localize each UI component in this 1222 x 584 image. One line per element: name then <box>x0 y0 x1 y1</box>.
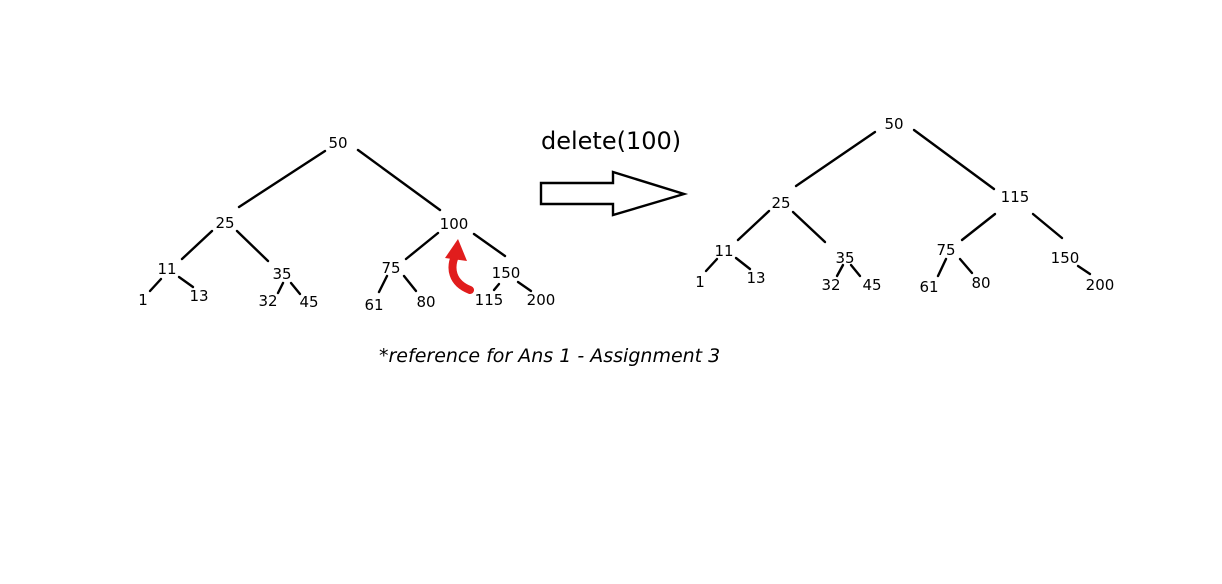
caption: *reference for Ans 1 - Assignment 3 <box>379 345 720 367</box>
edge-11-1 <box>148 277 163 293</box>
edge-150-115 <box>492 282 501 292</box>
node-80: 80 <box>971 274 990 292</box>
node-25: 25 <box>771 194 790 212</box>
edge-100-150 <box>472 232 507 258</box>
node-1: 1 <box>138 291 148 309</box>
edge-150-200 <box>516 280 533 293</box>
edge-75-61 <box>936 257 948 278</box>
edge-50-100 <box>356 148 442 212</box>
node-1: 1 <box>695 273 705 291</box>
operation-label: delete(100) <box>541 127 681 155</box>
edge-35-32 <box>276 281 285 295</box>
edge-11-13 <box>177 275 195 289</box>
edge-75-61 <box>377 274 389 294</box>
node-61: 61 <box>364 296 383 314</box>
node-200: 200 <box>527 291 556 309</box>
edge-150-200 <box>1076 264 1092 276</box>
node-115: 115 <box>1001 188 1030 206</box>
node-35: 35 <box>272 265 291 283</box>
edge-11-1 <box>704 257 719 273</box>
edge-75-80 <box>402 274 418 293</box>
node-35: 35 <box>835 249 854 267</box>
edge-115-150 <box>1031 212 1064 240</box>
node-45: 45 <box>299 293 318 311</box>
edge-75-80 <box>958 257 974 275</box>
edge-115-75 <box>960 212 997 242</box>
node-25: 25 <box>215 214 234 232</box>
node-80: 80 <box>416 293 435 311</box>
node-50: 50 <box>884 115 903 133</box>
node-11: 11 <box>714 242 733 260</box>
edge-50-25 <box>794 130 877 188</box>
node-150: 150 <box>1051 249 1080 267</box>
edge-25-11 <box>180 229 214 261</box>
edge-25-11 <box>736 209 771 242</box>
edge-35-45 <box>849 263 862 278</box>
node-100: 100 <box>440 215 469 233</box>
node-11: 11 <box>157 260 176 278</box>
node-75: 75 <box>381 259 400 277</box>
node-13: 13 <box>746 269 765 287</box>
edge-50-115 <box>912 128 996 191</box>
curved-arrow-icon <box>445 239 474 294</box>
edge-35-32 <box>835 263 845 278</box>
right-arrow-icon <box>539 170 689 217</box>
edge-35-45 <box>289 281 302 296</box>
node-150: 150 <box>492 264 521 282</box>
edge-100-75 <box>404 231 440 261</box>
node-13: 13 <box>189 287 208 305</box>
edge-25-35 <box>235 229 270 263</box>
node-61: 61 <box>919 278 938 296</box>
node-32: 32 <box>258 292 277 310</box>
before-tree: 50 25 100 11 35 75 150 1 13 32 45 61 80 … <box>138 134 555 314</box>
node-32: 32 <box>821 276 840 294</box>
node-50: 50 <box>328 134 347 152</box>
node-115: 115 <box>475 291 504 309</box>
edge-50-25 <box>237 149 327 209</box>
node-45: 45 <box>862 276 881 294</box>
edge-25-35 <box>791 210 827 244</box>
node-75: 75 <box>936 241 955 259</box>
node-200: 200 <box>1086 276 1115 294</box>
edge-11-13 <box>734 256 752 271</box>
after-tree: 50 25 115 11 35 75 150 1 13 32 45 61 80 … <box>695 115 1114 296</box>
